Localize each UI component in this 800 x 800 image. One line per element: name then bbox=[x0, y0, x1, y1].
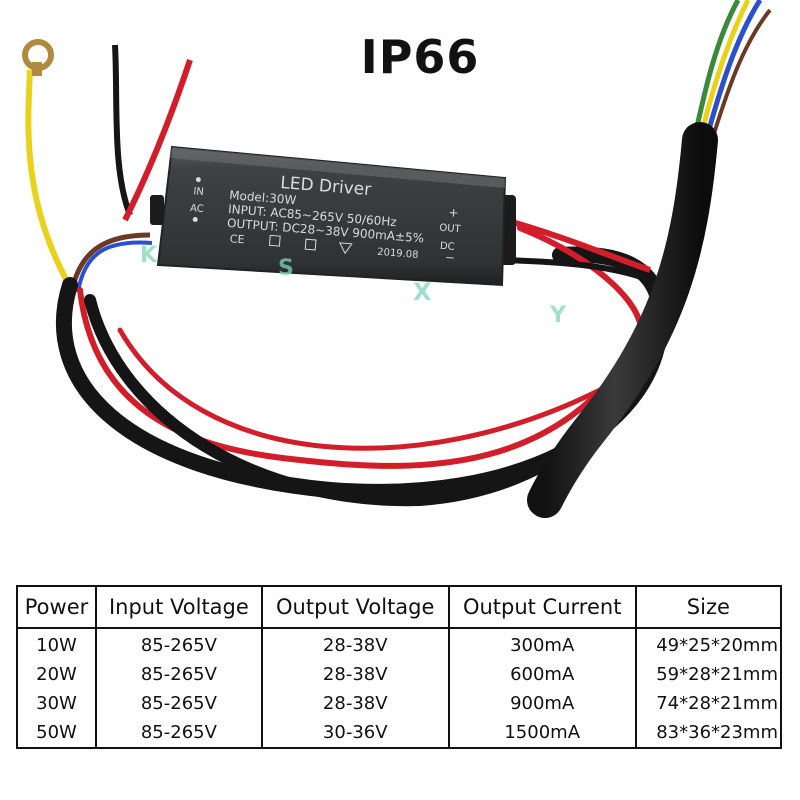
cell-output-voltage: 30-36V bbox=[260, 718, 450, 749]
date-code: 2019.08 bbox=[377, 247, 419, 261]
cell-size: 49*25*20mm bbox=[634, 628, 783, 660]
cell-size: 59*28*21mm bbox=[634, 660, 783, 689]
header-power: Power bbox=[16, 585, 97, 629]
table-row: 20W 85-265V 28-38V 600mA 59*28*21mm bbox=[16, 660, 783, 689]
cell-power: 30W bbox=[16, 689, 97, 718]
table-row: 10W 85-265V 28-38V 300mA 49*25*20mm bbox=[16, 628, 783, 660]
black-lead-wire bbox=[112, 44, 133, 217]
cell-output-voltage: 28-38V bbox=[260, 660, 450, 689]
ce-mark: CE bbox=[229, 232, 245, 246]
yellow-wire bbox=[25, 69, 75, 292]
minus-sign: − bbox=[444, 250, 455, 265]
table-row: 50W 85-265V 30-36V 1500mA 83*36*23mm bbox=[16, 718, 783, 749]
cell-power: 50W bbox=[16, 718, 97, 749]
input-cable-red bbox=[77, 225, 645, 469]
cell-power: 20W bbox=[16, 660, 97, 689]
cell-output-current: 600mA bbox=[447, 660, 637, 689]
triangle-icon bbox=[339, 242, 353, 255]
blue-wire bbox=[76, 240, 153, 293]
header-input-voltage: Input Voltage bbox=[95, 585, 263, 629]
spec-table: Power Input Voltage Output Voltage Outpu… bbox=[16, 585, 783, 749]
ip-rating-title: IP66 bbox=[360, 30, 480, 84]
header-output-current: Output Current bbox=[447, 585, 637, 629]
red-lead-wire bbox=[122, 59, 193, 222]
header-output-voltage: Output Voltage bbox=[260, 585, 450, 629]
watermark-letter: Y bbox=[549, 303, 567, 328]
header-size: Size bbox=[634, 585, 783, 629]
plus-sign: + bbox=[448, 205, 459, 220]
cell-output-current: 1500mA bbox=[447, 718, 637, 749]
product-photo: LED Driver Model:30W INPUT: AC85~265V 50… bbox=[22, 0, 772, 518]
table-header-row: Power Input Voltage Output Voltage Outpu… bbox=[16, 585, 783, 629]
watermark: K S X Y bbox=[140, 243, 567, 328]
cell-input-voltage: 85-265V bbox=[95, 628, 263, 660]
cell-output-current: 300mA bbox=[447, 628, 637, 660]
watermark-letter: X bbox=[413, 278, 432, 306]
cell-power: 10W bbox=[16, 628, 97, 660]
table-row: 30W 85-265V 28-38V 900mA 74*28*21mm bbox=[16, 689, 783, 718]
class2-icon bbox=[304, 238, 317, 251]
ac-label: AC bbox=[190, 203, 204, 215]
watermark-letter: S bbox=[278, 256, 294, 281]
output-black-wire bbox=[504, 257, 652, 283]
cell-input-voltage: 85-265V bbox=[95, 689, 263, 718]
cell-output-voltage: 28-38V bbox=[260, 628, 450, 660]
cell-output-voltage: 28-38V bbox=[260, 689, 450, 718]
in-label: IN bbox=[193, 186, 204, 198]
out-label: OUT bbox=[439, 223, 462, 236]
led-driver-case: LED Driver Model:30W INPUT: AC85~265V 50… bbox=[150, 145, 516, 287]
model-text: Model:30W bbox=[229, 188, 297, 207]
watermark-letter: K bbox=[140, 243, 158, 268]
dc-label: DC bbox=[439, 241, 455, 253]
cell-size: 74*28*21mm bbox=[634, 689, 783, 718]
cell-input-voltage: 85-265V bbox=[95, 660, 263, 689]
cell-output-current: 900mA bbox=[447, 689, 637, 718]
output-red-wire bbox=[504, 217, 651, 273]
cell-input-voltage: 85-265V bbox=[95, 718, 263, 749]
cert-icon bbox=[268, 234, 281, 247]
cell-size: 83*36*23mm bbox=[634, 718, 783, 749]
black-sheath-tube bbox=[527, 122, 718, 518]
